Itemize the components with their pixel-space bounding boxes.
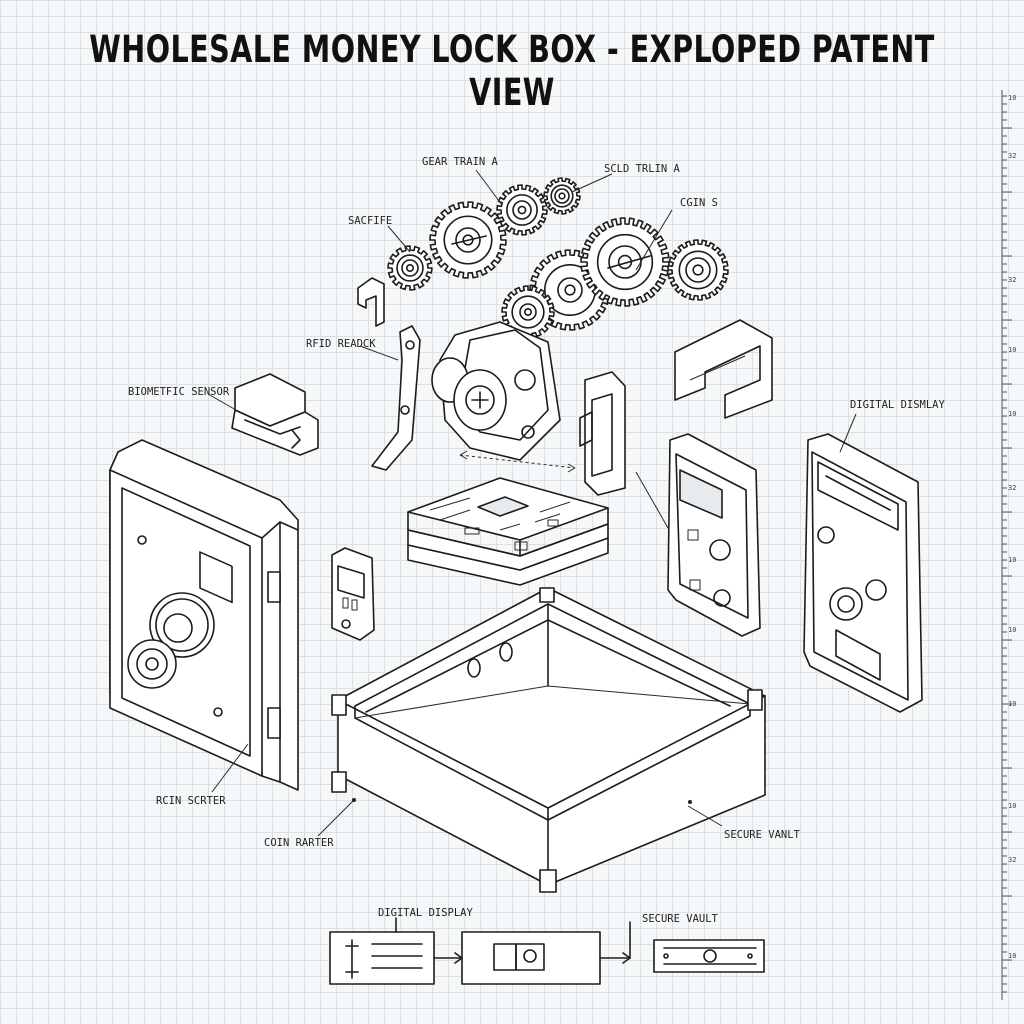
gear-hub-3: [512, 200, 532, 220]
vault-box-body: [331, 587, 766, 893]
bottom-flow-diagram: [329, 917, 765, 985]
gear-bore-1: [405, 263, 414, 272]
right-ruler: 10 32 32 10 10 32 10 10 10 10 32 10: [1001, 90, 1016, 1000]
ruler-mark: 32: [1008, 856, 1016, 864]
ruler-mark: 32: [1008, 484, 1016, 492]
gear-bore-3: [517, 205, 527, 215]
ruler-mark: 10: [1008, 802, 1016, 810]
hook-bracket: [357, 277, 385, 327]
label-coin-rarter: COIN RARTER: [264, 837, 334, 849]
label-digital-dismlay: DIGITAL DISMLAY: [850, 399, 946, 411]
gear-hub-8: [685, 257, 711, 283]
gear-assembly: [387, 177, 729, 339]
ruler-mark: 32: [1008, 152, 1016, 160]
ruler-mark: 10: [1008, 952, 1016, 960]
biometric-sensor-block: [231, 373, 319, 456]
label-sacfire: SACFIFE: [348, 215, 392, 227]
ruler-mark: 10: [1008, 346, 1016, 354]
gear-rim-7: [596, 233, 654, 291]
c-bracket: [674, 319, 773, 419]
gear-rim-4: [550, 184, 574, 208]
label-rcin-scrter: RCIN SCRTER: [156, 795, 226, 807]
control-board-frame: [667, 433, 761, 637]
gear-rim-1: [396, 254, 424, 282]
gear-rim-3: [506, 194, 538, 226]
keypad-module: [331, 547, 375, 641]
gear-bore-6: [523, 307, 532, 316]
gear-rim-8: [678, 250, 718, 290]
circuit-board-stack: [407, 450, 609, 586]
ruler-mark: 10: [1008, 700, 1016, 708]
label-digital-display: DIGITAL DISPLAY: [378, 907, 474, 919]
leader-lines: [207, 169, 857, 837]
lock-mechanism: [431, 321, 561, 461]
lever-arm: [371, 325, 421, 471]
label-biometric-sensor: BIOMETFIC SENSOR: [128, 386, 230, 398]
label-secure-vanlt: SECURE VANLT: [724, 829, 801, 841]
gear-hub-6: [519, 303, 537, 321]
ruler-mark: 32: [1008, 276, 1016, 284]
gear-rim-6: [511, 295, 545, 329]
gear-hub-5: [557, 277, 583, 303]
gear-rim-2: [443, 215, 493, 265]
gear-bore-2: [462, 234, 474, 246]
ruler-mark: 10: [1008, 94, 1016, 102]
digital-display-housing: [803, 433, 923, 713]
label-rfid-readck: RFID READCK: [306, 338, 376, 350]
label-scld-trlin-a: SCLD TRLIN A: [604, 163, 681, 175]
gear-bore-5: [564, 284, 576, 296]
part-labels: GEAR TRAIN A SCLD TRLIN A CGIN S SACFIFE…: [128, 156, 946, 925]
safe-door-panel: [109, 439, 299, 791]
gear-bore-4: [558, 192, 566, 200]
gear-hub-7: [608, 245, 642, 279]
label-secure-vault: SECURE VAULT: [642, 913, 719, 925]
ruler-mark: 10: [1008, 410, 1016, 418]
ruler-mark: 10: [1008, 556, 1016, 564]
drawing-title: WHOLESALE MONEY LOCK BOX - EXPLOPED PATE…: [89, 28, 935, 114]
ruler-mark: 10: [1008, 626, 1016, 634]
gear-bore-8: [692, 264, 704, 276]
side-plate: [579, 371, 626, 496]
gear-hub-4: [554, 188, 570, 204]
label-cgin-s: CGIN S: [680, 197, 718, 209]
label-gear-train-a: GEAR TRAIN A: [422, 156, 499, 168]
gear-hub-1: [401, 259, 419, 277]
